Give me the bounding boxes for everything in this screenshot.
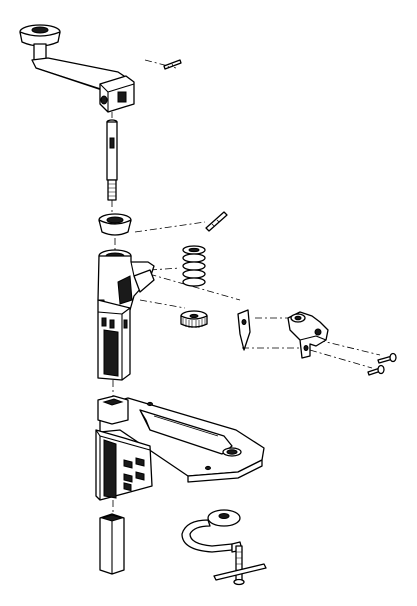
gear-head-housing (97, 249, 155, 381)
feed-gear (180, 310, 208, 328)
cutter-shaft (106, 119, 118, 201)
bushing (98, 213, 132, 236)
spring (182, 245, 206, 287)
pin-top (163, 59, 182, 70)
cutting-blade (237, 309, 251, 351)
pin-middle (205, 211, 228, 232)
crank-handle (19, 24, 135, 113)
lift-lever-bracket (287, 311, 329, 359)
square-post (99, 513, 125, 575)
c-clamp (181, 509, 267, 586)
base-plate (95, 395, 265, 501)
screw-lower (367, 364, 385, 376)
screw-upper (377, 352, 397, 364)
